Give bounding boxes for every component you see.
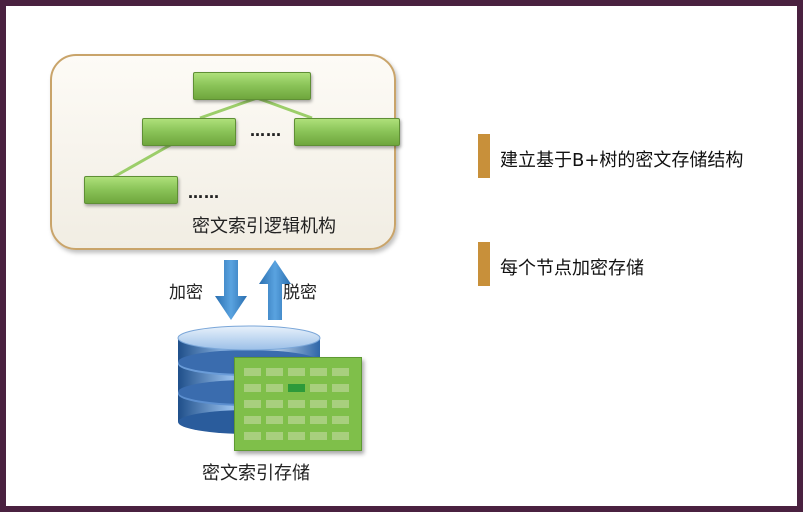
storage-caption: 密文索引存储 [202, 463, 310, 484]
grid-cell [310, 384, 327, 392]
encrypt-down-arrow [215, 260, 247, 320]
grid-cell [332, 384, 349, 392]
grid-cell [244, 384, 261, 392]
grid-cell [266, 368, 283, 376]
ellipsis-level2: …… [250, 122, 282, 140]
connector-root-left [199, 96, 258, 120]
grid-cell [244, 416, 261, 424]
decrypt-label: 脱密 [283, 283, 317, 303]
ellipsis-level3: …… [188, 184, 220, 202]
tree-connectors [111, 96, 313, 180]
diagram-canvas: …… …… 密文索引逻辑机构 加密 脱密 [6, 6, 797, 506]
grid-cell [244, 432, 261, 440]
bullet-text-2: 每个节点加密存储 [500, 258, 644, 279]
connector-root-right [256, 96, 313, 120]
grid-cell [310, 432, 327, 440]
grid-cell [332, 368, 349, 376]
grid-cell-highlighted [288, 384, 305, 392]
decrypt-up-arrow [259, 260, 291, 320]
tree-node-level2-right [294, 118, 400, 146]
grid-cell [332, 400, 349, 408]
grid-cell [310, 416, 327, 424]
grid-cell [332, 416, 349, 424]
grid-cell [288, 368, 305, 376]
tree-node-level3-left [84, 176, 178, 204]
grid-cell [244, 400, 261, 408]
grid-cell [288, 400, 305, 408]
bullet-bar-2 [478, 242, 490, 286]
encrypt-label: 加密 [169, 283, 203, 303]
grid-cell [266, 384, 283, 392]
grid-cell [244, 368, 261, 376]
logic-structure-caption: 密文索引逻辑机构 [192, 216, 336, 237]
grid-cell [310, 368, 327, 376]
logic-structure-panel: …… …… 密文索引逻辑机构 [50, 54, 400, 250]
bullet-text-1: 建立基于B+树的密文存储结构 [500, 150, 744, 171]
encrypted-grid [234, 357, 362, 451]
bullet-bar-1 [478, 134, 490, 178]
connector-left-child [111, 142, 173, 180]
tree-node-level2-left [142, 118, 236, 146]
grid-cell [266, 432, 283, 440]
grid-cell [266, 400, 283, 408]
grid-cell [310, 400, 327, 408]
grid-cell [332, 432, 349, 440]
encrypt-decrypt-arrows [215, 260, 291, 320]
grid-cell [288, 416, 305, 424]
tree-node-root [193, 72, 311, 100]
grid-cell [288, 432, 305, 440]
grid-cell [266, 416, 283, 424]
